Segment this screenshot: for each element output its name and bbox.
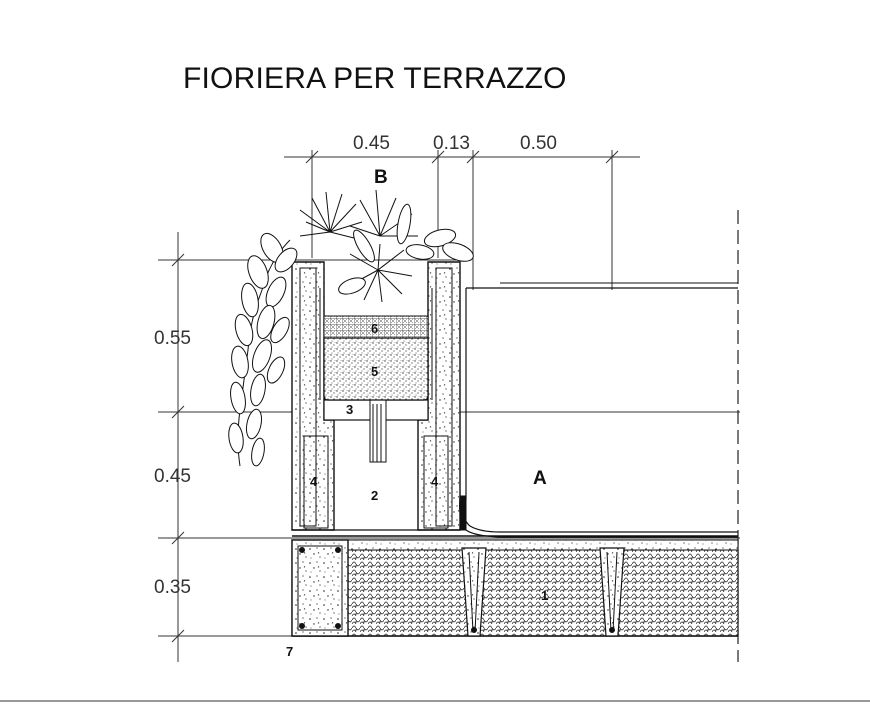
drain-pipe — [369, 399, 387, 463]
soil-layer — [319, 288, 433, 401]
dim-label-width-3: 0.50 — [520, 133, 557, 154]
dim-label-width-1: 0.45 — [353, 133, 390, 154]
zone-label-b: B — [374, 167, 388, 188]
edge-beam — [291, 539, 349, 637]
layer-label-7: 7 — [286, 644, 293, 659]
top-dimension-line — [284, 150, 640, 290]
dim-label-width-2: 0.13 — [433, 133, 470, 154]
dim-label-height-3: 0.35 — [154, 577, 191, 598]
layer-label-2: 2 — [371, 488, 378, 503]
zone-label-a: A — [533, 468, 547, 489]
layer-label-1: 1 — [541, 588, 548, 603]
waterproofing — [459, 282, 738, 538]
layer-label-5: 5 — [371, 364, 378, 379]
drawing-title: FIORIERA PER TERRAZZO — [183, 62, 567, 95]
plant-foliage — [228, 189, 474, 467]
layer-label-6: 6 — [371, 321, 378, 336]
floor-ribs — [461, 547, 625, 637]
layer-label-4-left: 4 — [310, 474, 318, 489]
dim-label-height-2: 0.45 — [154, 466, 191, 487]
floor-slab — [291, 535, 739, 637]
layer-label-3: 3 — [346, 402, 353, 417]
layer-label-4-right: 4 — [431, 474, 439, 489]
dim-label-height-1: 0.55 — [154, 328, 191, 349]
